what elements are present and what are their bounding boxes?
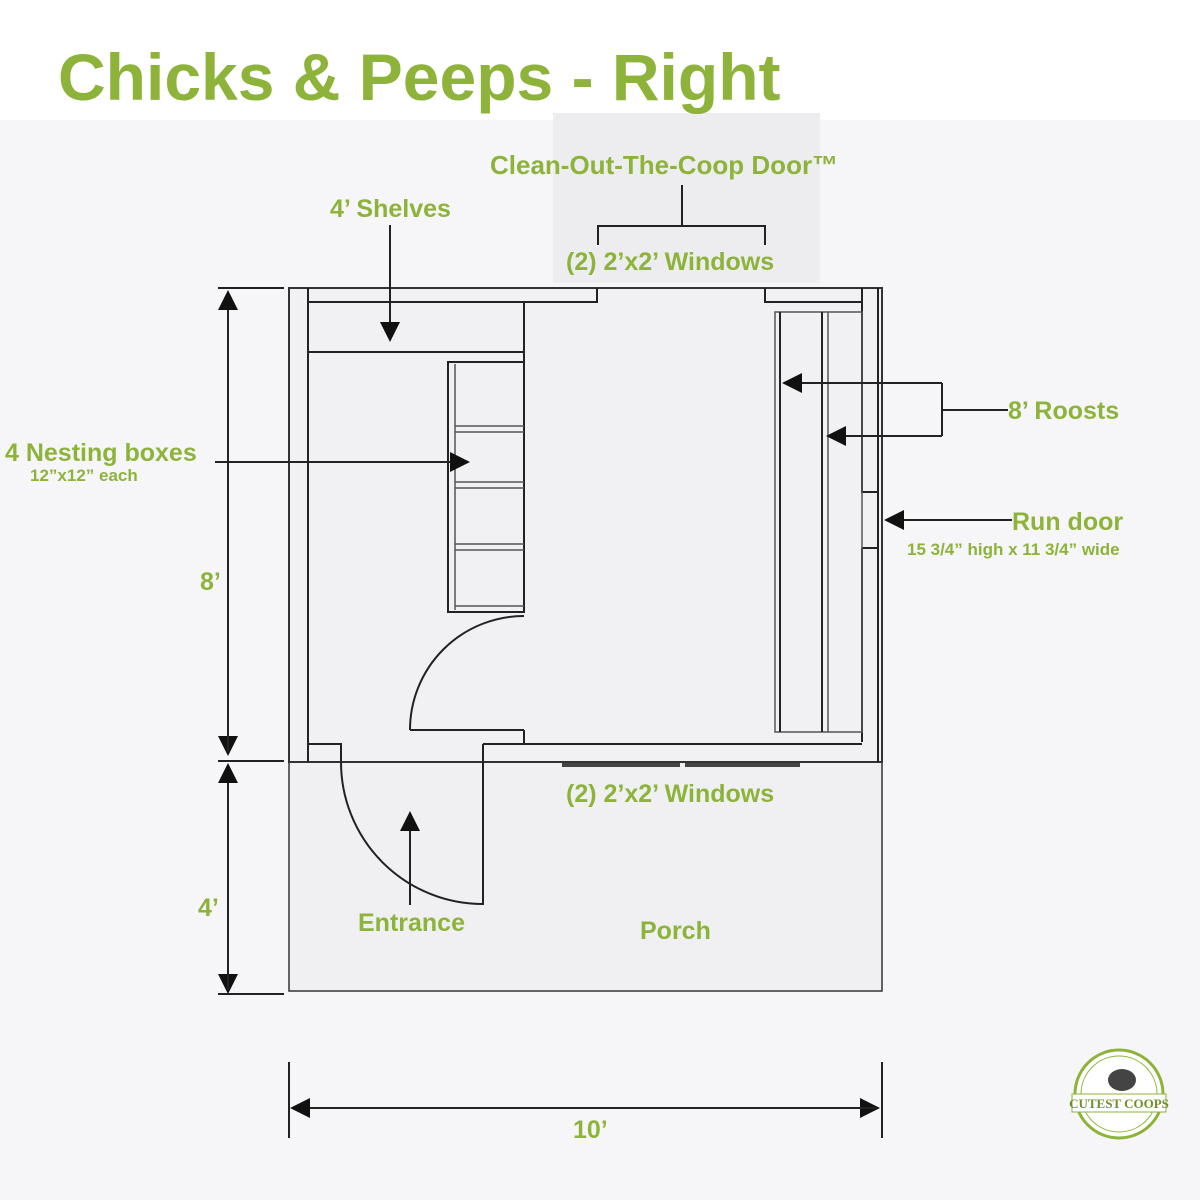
door-label-band <box>553 113 820 283</box>
top-windows-label: (2) 2’x2’ Windows <box>566 248 774 276</box>
porch-area <box>288 761 883 992</box>
page-title: Chicks & Peeps - Right <box>58 40 781 114</box>
bottom-windows-label: (2) 2’x2’ Windows <box>566 780 774 808</box>
entrance-label: Entrance <box>358 909 465 937</box>
dimension-lines <box>218 287 883 1138</box>
chicken-icon <box>1108 1069 1136 1091</box>
roosts-label: 8’ Roosts <box>1008 397 1119 425</box>
cutest-coops-logo: CUTEST COOPS <box>1069 1048 1169 1140</box>
nesting-boxes <box>447 361 525 613</box>
logo-text: CUTEST COOPS <box>1069 1096 1169 1111</box>
nesting-boxes-size: 12”x12” each <box>30 466 138 485</box>
entrance-door-swing <box>340 761 484 905</box>
run-door-size: 15 3/4” high x 11 3/4” wide <box>907 540 1120 559</box>
nesting-boxes-label: 4 Nesting boxes <box>5 439 197 467</box>
porch-label: Porch <box>640 917 711 945</box>
shelves-label: 4’ Shelves <box>330 195 451 223</box>
clean-out-door-label: Clean-Out-The-Coop Door™ <box>490 150 838 180</box>
title-band <box>0 0 1200 120</box>
coop-depth-label: 8’ <box>200 568 221 596</box>
width-label: 10’ <box>573 1116 608 1144</box>
interior-door-swing <box>409 615 525 731</box>
coop-outer-wall <box>288 287 883 763</box>
porch-depth-label: 4’ <box>198 894 219 922</box>
run-door-label: Run door <box>1012 508 1123 536</box>
leader-lines <box>215 185 1012 905</box>
